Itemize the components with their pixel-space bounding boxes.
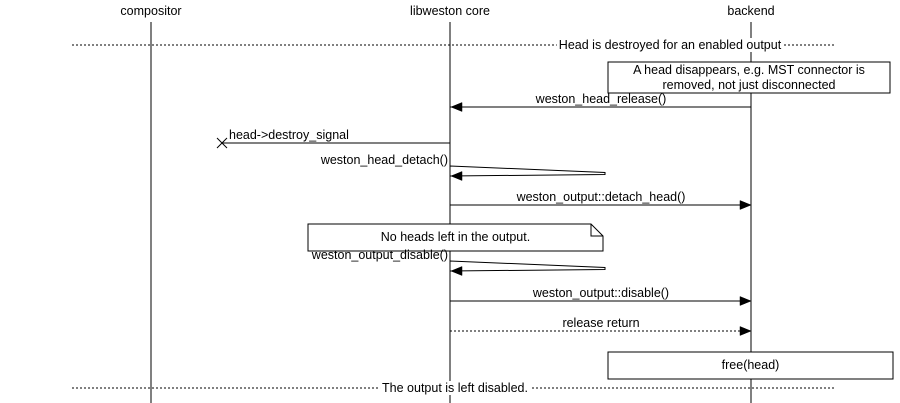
note-box-note-free-head bbox=[607, 351, 894, 380]
self-call-shape-weston-output-disable-call bbox=[449, 260, 606, 272]
arrowhead-weston-output-detach-head bbox=[739, 200, 752, 210]
message-label-weston-output-detach-head: weston_output::detach_head() bbox=[516, 190, 686, 204]
actor-label-backend: backend bbox=[727, 4, 775, 18]
notes-group bbox=[307, 61, 894, 380]
actor-label-libweston-core: libweston core bbox=[410, 4, 490, 18]
message-label-release-return: release return bbox=[562, 316, 640, 330]
note-text-note-mst: A head disappears, e.g. MST connector is… bbox=[608, 62, 890, 93]
message-label-weston-head-release: weston_head_release() bbox=[535, 92, 667, 106]
note-text-note-free-head: free(head) bbox=[608, 352, 893, 379]
note-line: A head disappears, e.g. MST connector is bbox=[633, 63, 865, 77]
cross-icon-b-head-destroy-signal bbox=[216, 137, 228, 149]
message-label-head-destroy-signal: head->destroy_signal bbox=[229, 128, 349, 142]
arrowhead-weston-output-disable bbox=[739, 296, 752, 306]
separators-group bbox=[72, 44, 836, 389]
arrowhead-release-return bbox=[739, 326, 752, 336]
arrowhead-weston-head-release bbox=[450, 102, 463, 112]
message-label-weston-head-detach: weston_head_detach() bbox=[320, 153, 448, 167]
message-label-weston-output-disable: weston_output::disable() bbox=[532, 286, 670, 300]
arrowhead-weston-output-disable-call bbox=[450, 266, 463, 276]
note-box-note-mst bbox=[607, 61, 891, 94]
message-label-weston-output-disable-call: weston_output_disable() bbox=[311, 248, 448, 262]
actor-label-compositor: compositor bbox=[120, 4, 182, 18]
note-line: No heads left in the output. bbox=[380, 230, 531, 245]
note-line: removed, not just disconnected bbox=[662, 77, 836, 92]
separator-label-bottom: The output is left disabled. bbox=[380, 381, 530, 395]
note-fold-note-no-heads bbox=[590, 224, 603, 237]
messages-group bbox=[216, 102, 752, 336]
arrowhead-weston-head-detach bbox=[450, 171, 463, 181]
separator-label-top: Head is destroyed for an enabled output bbox=[556, 38, 784, 52]
note-text-note-no-heads: No heads left in the output. bbox=[308, 224, 603, 251]
note-box-note-no-heads bbox=[307, 223, 604, 252]
self-call-shape-weston-head-detach bbox=[449, 165, 606, 177]
note-line: free(head) bbox=[721, 358, 780, 373]
